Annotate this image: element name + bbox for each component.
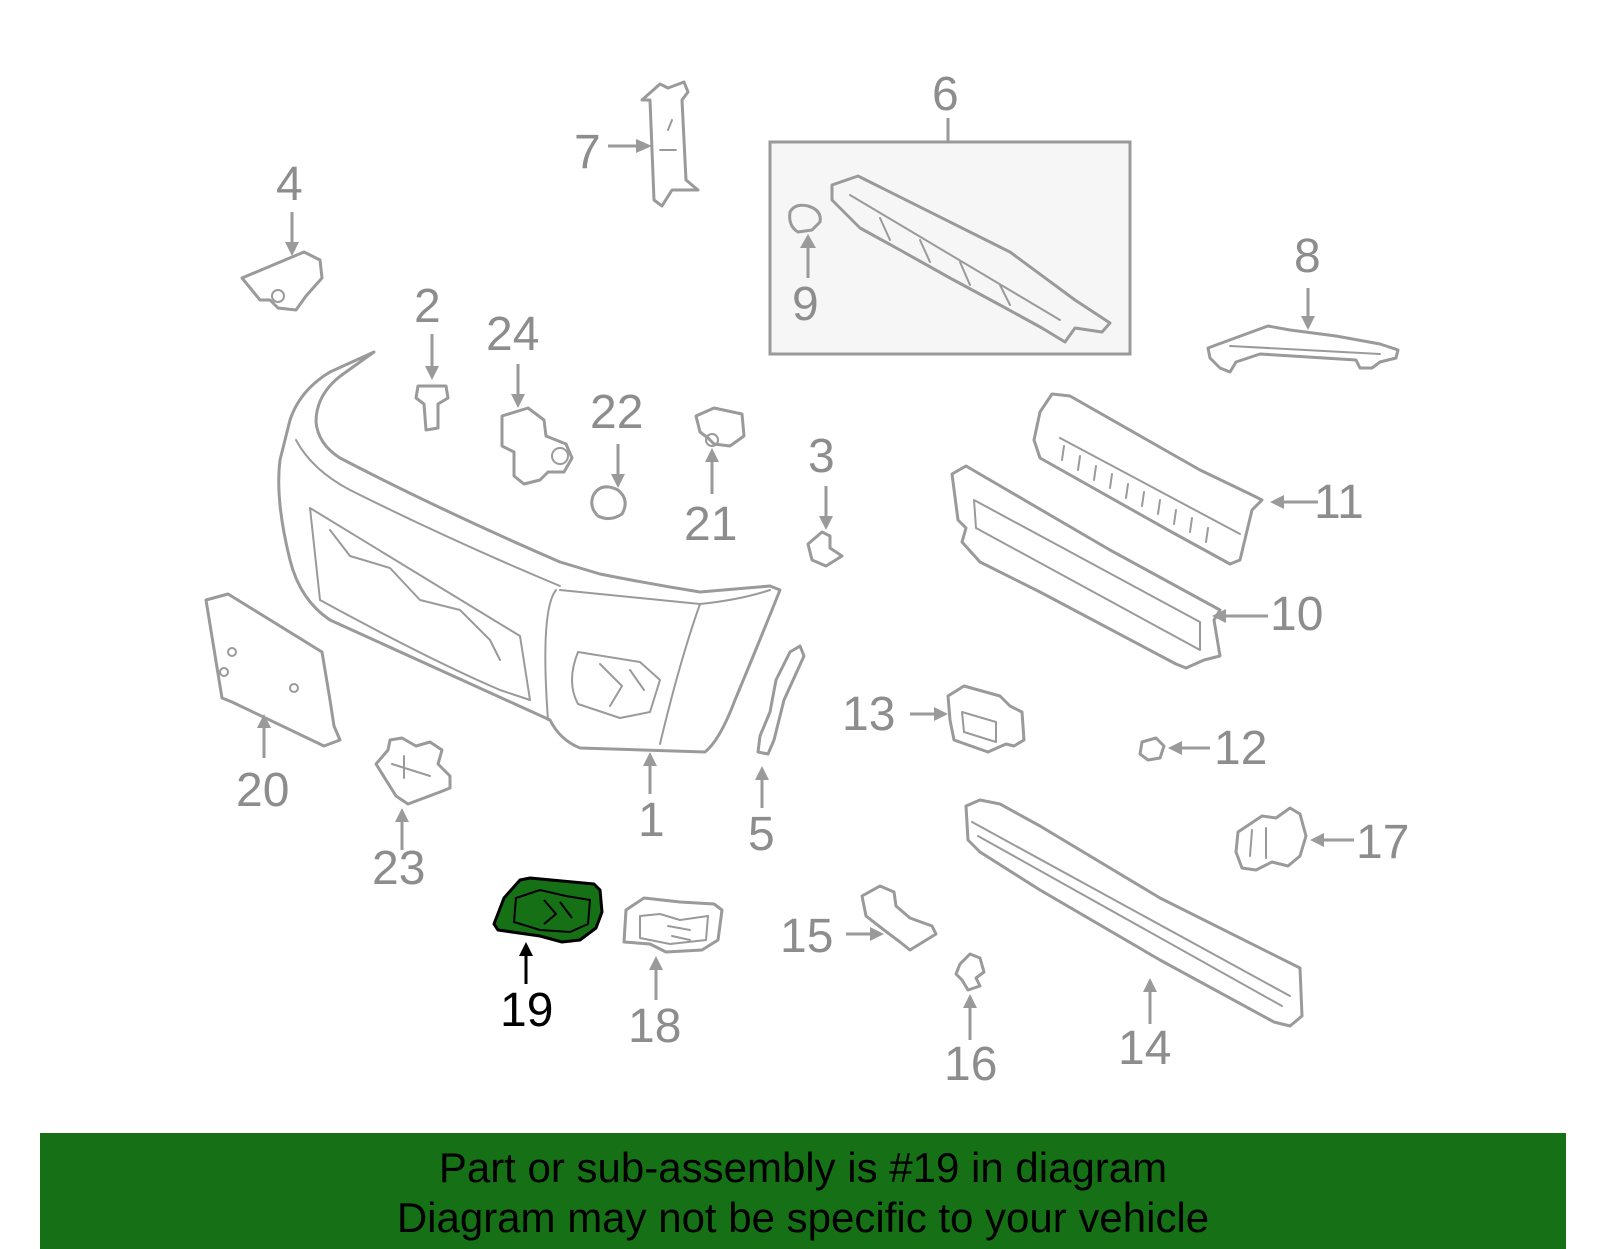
part-7-group xyxy=(608,80,700,208)
part-6-box xyxy=(768,140,1132,356)
part-3-retainer xyxy=(806,530,844,568)
part-22-plug xyxy=(590,485,627,521)
callout-19: 19 xyxy=(500,984,553,1037)
callout-24: 24 xyxy=(486,308,539,361)
part-11-grille xyxy=(1032,392,1264,566)
part-9-clip xyxy=(788,203,822,234)
part-8-bracket xyxy=(1206,324,1400,374)
part-20-group xyxy=(204,592,342,758)
part-19-lamp-bezel-highlighted xyxy=(492,876,604,944)
part-23-bracket xyxy=(374,736,452,806)
callout-3: 3 xyxy=(808,430,835,483)
callout-10: 10 xyxy=(1270,588,1323,641)
part-10-group xyxy=(950,464,1268,670)
part-4-bracket xyxy=(240,250,324,312)
part-15-group xyxy=(846,884,938,952)
part-13-bracket xyxy=(946,684,1026,754)
part-5-strip xyxy=(756,644,806,756)
part-22-group xyxy=(590,444,627,521)
callout-1: 1 xyxy=(638,794,665,847)
callout-13: 13 xyxy=(842,688,895,741)
part-5-group xyxy=(755,644,806,808)
part-18-group xyxy=(622,896,724,1000)
part-21-clip xyxy=(694,406,746,448)
callout-4: 4 xyxy=(276,158,303,211)
callout-16: 16 xyxy=(944,1038,997,1091)
callout-12: 12 xyxy=(1214,722,1267,775)
part-1-group xyxy=(277,350,782,794)
part-15-bracket xyxy=(860,884,938,952)
callout-22: 22 xyxy=(590,386,643,439)
part-6-reinforcement xyxy=(830,174,1112,344)
part-12-group xyxy=(1138,736,1210,762)
part-11-group xyxy=(1032,392,1318,566)
part-14-group xyxy=(964,798,1304,1028)
part-17-bracket xyxy=(1234,806,1308,872)
part-10-grille-frame xyxy=(950,464,1222,670)
part-6-group xyxy=(768,118,1132,356)
callout-2: 2 xyxy=(414,280,441,333)
callout-11: 11 xyxy=(1314,476,1364,529)
part-1-bumper-cover xyxy=(277,350,782,754)
callout-14: 14 xyxy=(1118,1022,1171,1075)
part-16-group xyxy=(954,952,986,1040)
part-8-group xyxy=(1206,288,1400,374)
part-24-group xyxy=(500,364,574,486)
callout-6: 6 xyxy=(932,68,959,121)
footer-line-2: Diagram may not be specific to your vehi… xyxy=(396,1194,1210,1241)
part-18-lamp-bezel xyxy=(622,896,724,954)
part-20-plate-bracket xyxy=(204,592,342,748)
part-13-group xyxy=(910,684,1026,754)
part-17-group xyxy=(1234,806,1354,872)
callout-15: 15 xyxy=(780,910,833,963)
callout-8: 8 xyxy=(1294,230,1321,283)
part-3-group xyxy=(806,486,844,568)
part-12-clip xyxy=(1138,736,1166,762)
callout-17: 17 xyxy=(1356,816,1409,869)
footer-line-1: Part or sub-assembly is #19 in diagram xyxy=(438,1144,1168,1191)
part-24-sensor xyxy=(500,406,574,486)
part-19-group xyxy=(492,876,604,984)
part-7-bracket xyxy=(640,80,700,208)
callout-20: 20 xyxy=(236,764,289,817)
part-14-reinforcement-bar xyxy=(964,798,1304,1028)
part-23-group xyxy=(374,736,452,850)
callout-labels: 1 2 3 4 5 6 7 8 9 10 11 12 13 14 15 16 1… xyxy=(236,68,1409,1091)
callout-18: 18 xyxy=(628,1000,681,1053)
part-4-group xyxy=(240,212,324,312)
callout-5: 5 xyxy=(748,808,775,861)
part-2-bolt xyxy=(414,384,450,432)
callout-9: 9 xyxy=(792,278,819,331)
callout-21: 21 xyxy=(684,498,737,551)
footer-banner: Part or sub-assembly is #19 in diagram D… xyxy=(40,1133,1566,1249)
callout-7: 7 xyxy=(574,126,601,179)
part-21-group xyxy=(694,406,746,494)
part-2-group xyxy=(414,334,450,432)
part-16-clip xyxy=(954,952,986,992)
callout-23: 23 xyxy=(372,842,425,895)
